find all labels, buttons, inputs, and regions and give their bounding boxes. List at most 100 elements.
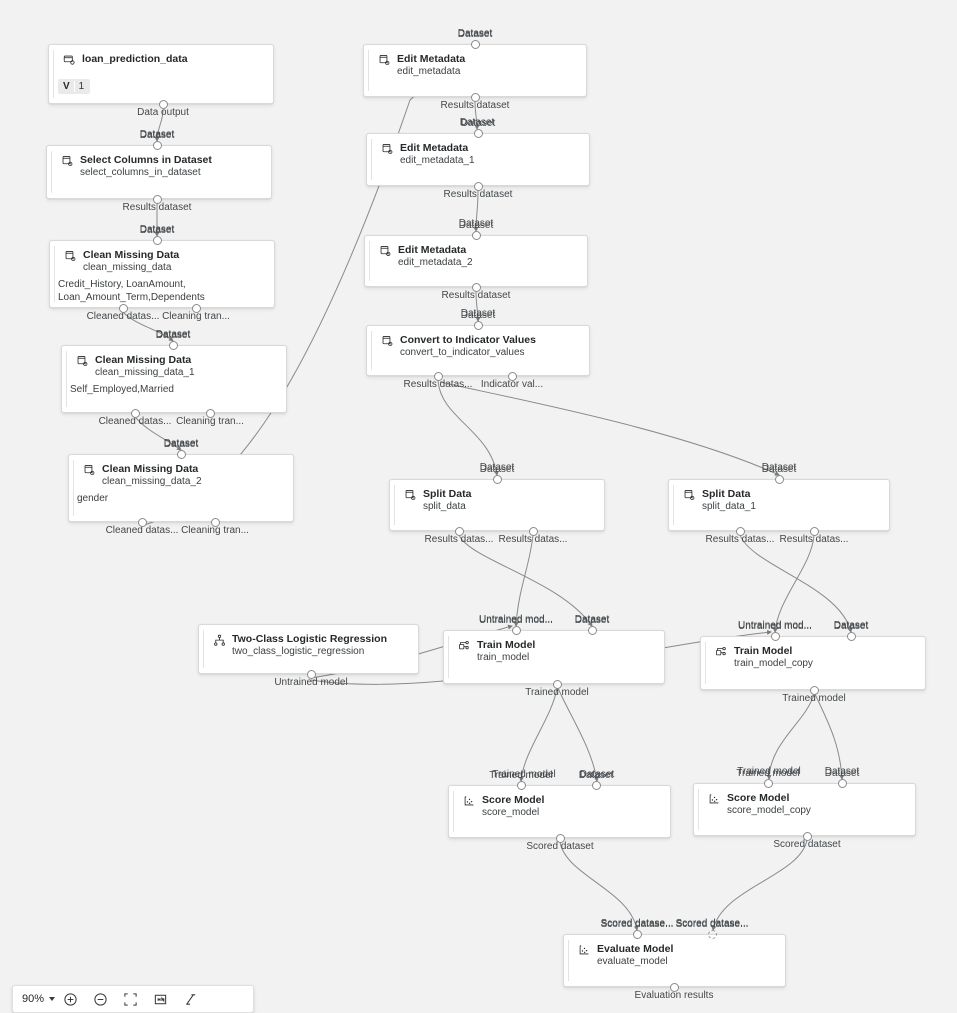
node-subtitle: edit_metadata bbox=[397, 66, 461, 78]
input-port-edit_metadata_2-0[interactable] bbox=[471, 230, 481, 240]
output-port-two_class_logistic_regression-0[interactable] bbox=[306, 669, 316, 679]
edge-label: Dataset bbox=[574, 614, 610, 625]
input-port-split_data_1-0[interactable] bbox=[774, 474, 784, 484]
input-port-train_model_copy-1[interactable] bbox=[846, 631, 856, 641]
edge-score_model.out0-to-evaluate_model.in0[interactable] bbox=[559, 841, 639, 931]
input-port-evaluate_model-1[interactable] bbox=[707, 929, 717, 939]
input-port-score_model_copy-0[interactable] bbox=[763, 778, 773, 788]
output-port-train_model-0[interactable] bbox=[552, 679, 562, 689]
output-port-edit_metadata_1-0[interactable] bbox=[473, 181, 483, 191]
output-port-clean_missing_data_1-1[interactable] bbox=[205, 408, 215, 418]
input-port-label-clean_missing_data_2-0: Dataset bbox=[163, 439, 199, 450]
input-port-score_model-0[interactable] bbox=[516, 780, 526, 790]
node-title: Edit Metadata bbox=[397, 53, 466, 65]
auto-layout-icon[interactable] bbox=[175, 986, 205, 1012]
edge-split_data.out0-to-train_model.in1[interactable] bbox=[458, 534, 593, 627]
chevron-down-icon[interactable] bbox=[49, 997, 56, 1001]
node-subtitle: two_class_logistic_regression bbox=[232, 646, 365, 658]
input-port-label-select_columns_in_dataset-0: Dataset bbox=[139, 130, 175, 141]
output-port-split_data-0[interactable] bbox=[454, 526, 464, 536]
output-port-split_data-1[interactable] bbox=[528, 526, 538, 536]
output-port-evaluate_model-0[interactable] bbox=[669, 982, 679, 992]
input-port-train_model_copy-0[interactable] bbox=[770, 631, 780, 641]
module-icon bbox=[61, 155, 74, 168]
input-port-clean_missing_data-0[interactable] bbox=[152, 235, 162, 245]
input-port-train_model-0[interactable] bbox=[511, 625, 521, 635]
output-port-split_data_1-0[interactable] bbox=[735, 526, 745, 536]
edge-score_model_copy.out0-to-evaluate_model.in1[interactable] bbox=[711, 839, 808, 931]
input-port-convert_to_indicator_values-0[interactable] bbox=[473, 320, 483, 330]
output-port-edit_metadata_2-0[interactable] bbox=[471, 282, 481, 292]
output-port-convert_to_indicator_values-0[interactable] bbox=[433, 371, 443, 381]
input-port-select_columns_in_dataset-0[interactable] bbox=[152, 140, 162, 150]
node-subtitle: split_data bbox=[423, 501, 466, 513]
node-subtitle: edit_metadata_1 bbox=[400, 155, 475, 167]
input-port-train_model-1[interactable] bbox=[587, 625, 597, 635]
output-port-select_columns_in_dataset-0[interactable] bbox=[152, 194, 162, 204]
output-port-clean_missing_data-0[interactable] bbox=[118, 303, 128, 313]
train-icon bbox=[715, 646, 728, 659]
output-port-clean_missing_data_1-0[interactable] bbox=[130, 408, 140, 418]
node-accent-stripe bbox=[568, 940, 569, 981]
edge-train_model.out0b-to-score_model.in1[interactable] bbox=[557, 687, 599, 782]
edge-split_data_1.out0-to-train_model_copy.in1[interactable] bbox=[739, 534, 853, 633]
canvas-toolbar[interactable]: 90% bbox=[12, 985, 254, 1013]
input-port-score_model-1[interactable] bbox=[591, 780, 601, 790]
output-port-label-convert_to_indicator_values-0: Results datas... bbox=[403, 379, 473, 390]
output-port-clean_missing_data_2-0[interactable] bbox=[137, 517, 147, 527]
zoom-in-icon[interactable] bbox=[55, 986, 85, 1012]
output-port-clean_missing_data_2-1[interactable] bbox=[210, 517, 220, 527]
node-title: loan_prediction_data bbox=[82, 53, 188, 65]
dataset-icon bbox=[63, 54, 76, 67]
input-port-edit_metadata-0[interactable] bbox=[470, 39, 480, 49]
edge-train_model.out0-to-score_model.in0[interactable] bbox=[518, 687, 558, 782]
output-port-score_model_copy-0[interactable] bbox=[802, 831, 812, 841]
input-port-clean_missing_data_2-0[interactable] bbox=[176, 449, 186, 459]
output-port-train_model_copy-0[interactable] bbox=[809, 685, 819, 695]
input-port-clean_missing_data_1-0[interactable] bbox=[168, 340, 178, 350]
node-title: Clean Missing Data bbox=[102, 463, 199, 475]
output-port-label-two_class_logistic_regression-0: Untrained model bbox=[274, 677, 348, 688]
input-port-split_data-0[interactable] bbox=[492, 474, 502, 484]
output-port-split_data_1-1[interactable] bbox=[809, 526, 819, 536]
input-port-evaluate_model-0[interactable] bbox=[632, 929, 642, 939]
input-port-label-score_model-0: Trained model bbox=[489, 770, 553, 781]
zoom-out-icon[interactable] bbox=[85, 986, 115, 1012]
output-port-clean_missing_data-1[interactable] bbox=[191, 303, 201, 313]
output-port-edit_metadata-0[interactable] bbox=[470, 92, 480, 102]
train-icon bbox=[458, 640, 471, 653]
input-port-edit_metadata_1-0[interactable] bbox=[473, 128, 483, 138]
input-port-label-split_data-0: Dataset bbox=[479, 464, 515, 475]
fit-to-screen-icon[interactable] bbox=[115, 986, 145, 1012]
edge-split_data.out1-to-train_model.in0[interactable] bbox=[513, 534, 534, 627]
edge-convert_to_indicator_values.out0-to-split_data.in0[interactable] bbox=[437, 379, 499, 476]
actual-size-icon[interactable] bbox=[145, 986, 175, 1012]
edge-split_data_1.out1-to-train_model_copy.in0[interactable] bbox=[772, 534, 815, 633]
output-port-label-edit_metadata-0: Results dataset bbox=[440, 100, 510, 111]
output-port-score_model-0[interactable] bbox=[555, 833, 565, 843]
output-port-convert_to_indicator_values-1[interactable] bbox=[507, 371, 517, 381]
output-port-loan_prediction_data-0[interactable] bbox=[158, 99, 168, 109]
input-port-score_model_copy-1[interactable] bbox=[837, 778, 847, 788]
